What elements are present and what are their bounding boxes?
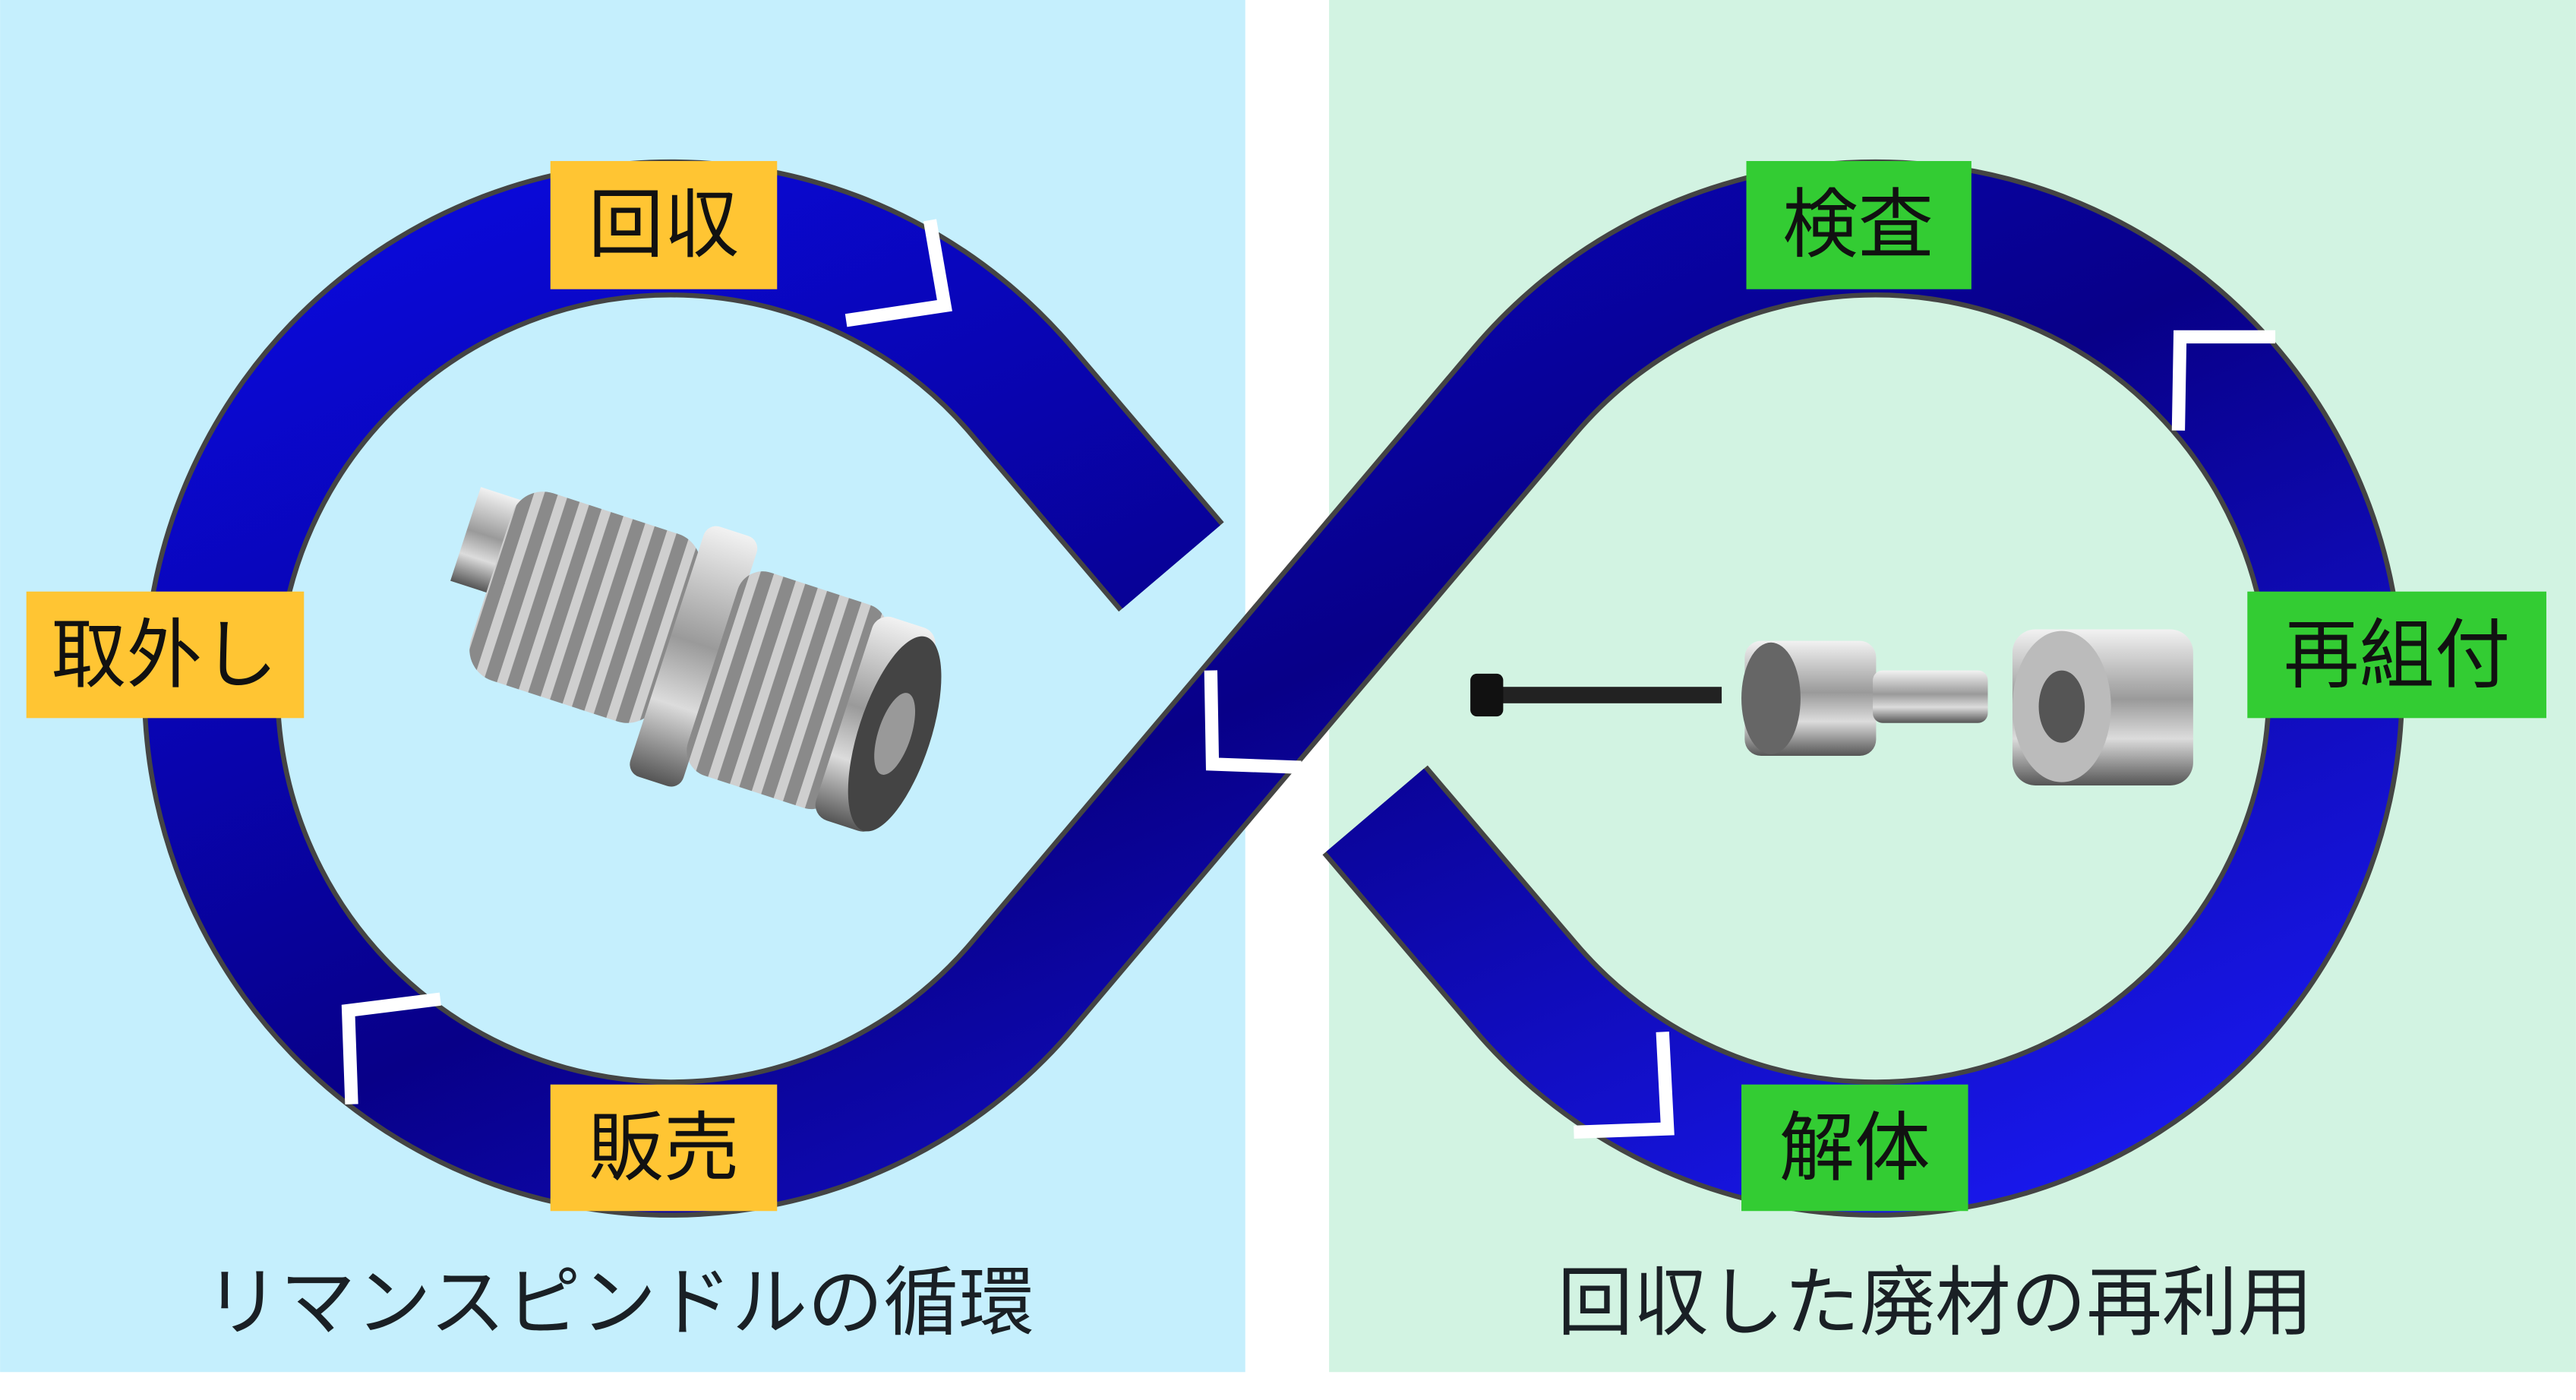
arrow-mark-icon — [2171, 330, 2276, 431]
step-label-text: 検査 — [1782, 182, 1934, 269]
disassembled-parts-image — [1470, 629, 2193, 785]
arrow-mark-icon — [844, 219, 952, 327]
step-label-saikumitsuke: 再組付 — [2247, 591, 2546, 719]
step-label-text: 取外し — [51, 612, 277, 700]
step-label-text: 再組付 — [2284, 612, 2511, 700]
arrow-mark-icon — [1574, 1032, 1675, 1139]
direction-arrow-marks — [341, 219, 2276, 1139]
spindle-image — [450, 487, 942, 832]
step-label-text: 解体 — [1779, 1105, 1930, 1193]
right-panel-caption: 回収した廃材の再利用 — [1558, 1259, 2313, 1347]
step-label-hanbai: 販売 — [550, 1084, 778, 1212]
arrow-mark-icon — [341, 992, 441, 1105]
infinity-band — [147, 164, 2400, 1213]
left-panel-caption: リマンスピンドルの循環 — [204, 1259, 1034, 1347]
step-label-text: 回収 — [589, 182, 740, 269]
step-label-kaishu: 回収 — [550, 160, 778, 289]
step-label-kaitai: 解体 — [1741, 1084, 1968, 1212]
arrow-mark-icon — [1204, 670, 1302, 774]
step-label-kensa: 検査 — [1746, 160, 1971, 289]
step-label-torihazushi: 取外し — [26, 591, 305, 719]
step-label-text: 販売 — [589, 1105, 740, 1193]
